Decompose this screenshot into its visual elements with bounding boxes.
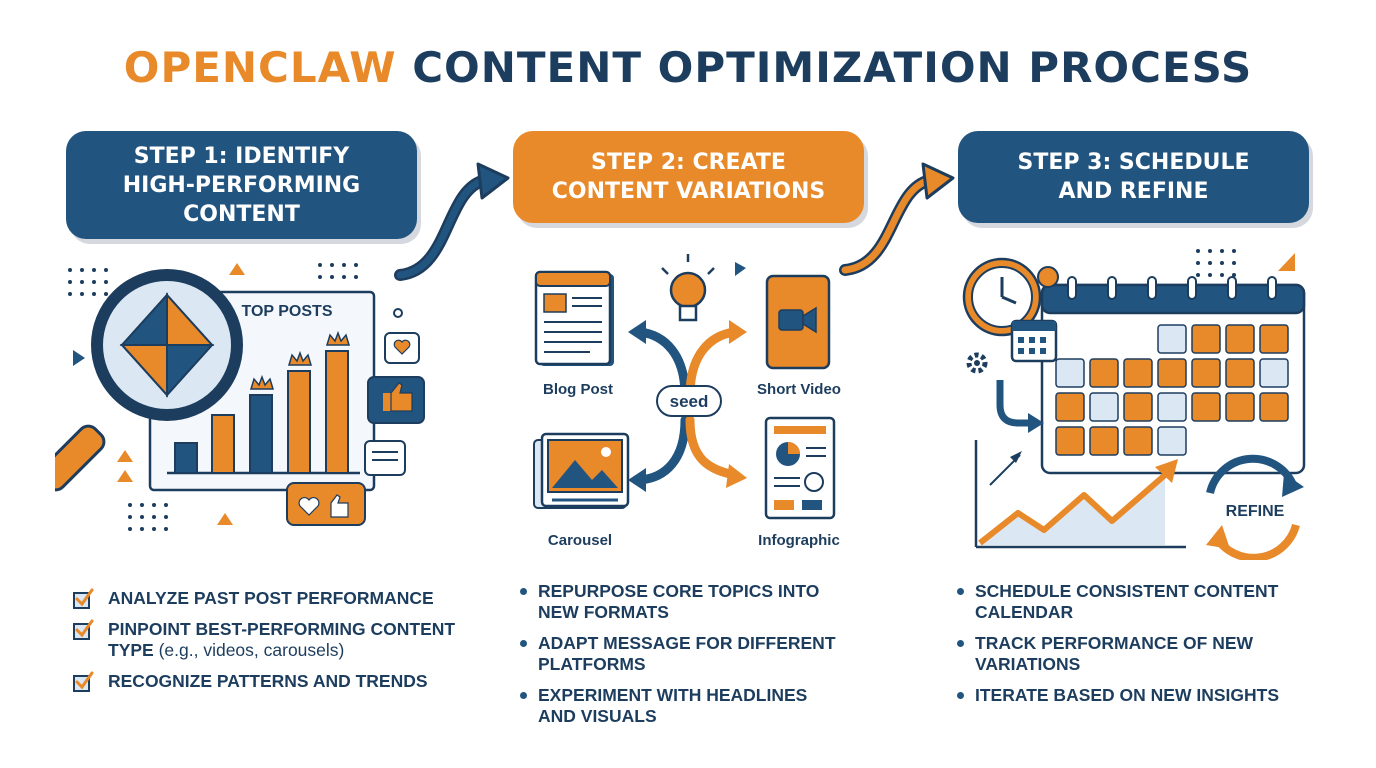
arrow-step1-to-step2 (394, 162, 510, 281)
step-2-heading: STEP 2: CREATE CONTENT VARIATIONS (513, 131, 864, 223)
dot-pattern (1196, 249, 1236, 277)
list-item: ADAPT MESSAGE FOR DIFFERENT PLATFORMS (518, 633, 838, 675)
title-rest: CONTENT OPTIMIZATION PROCESS (412, 43, 1253, 92)
lightbulb-icon (661, 254, 715, 322)
growth-chart-icon (974, 440, 1186, 549)
list-item: ANALYZE PAST POST PERFORMANCE (72, 588, 472, 609)
bullet-icon (957, 588, 964, 595)
format-blog-post: Blog Post (543, 381, 613, 398)
step-2-illustration: seed Blog Post Short Video Carousel (533, 254, 841, 549)
list-item: REPURPOSE CORE TOPICS INTO NEW FORMATS (518, 581, 838, 623)
step-3-illustration: REFINE (962, 249, 1306, 560)
list-item: TRACK PERFORMANCE OF NEW VARIATIONS (955, 633, 1295, 675)
item-suffix: (e.g., videos, carousels) (153, 640, 345, 660)
blog-post-icon (534, 270, 614, 366)
item-text: REPURPOSE CORE TOPICS INTO NEW FORMATS (538, 581, 820, 622)
step-1-list: ANALYZE PAST POST PERFORMANCE PINPOINT B… (72, 588, 472, 702)
list-item: ITERATE BASED ON NEW INSIGHTS (955, 685, 1295, 706)
step-1-illustration: TOP POSTS (55, 263, 425, 531)
magnifier-icon (55, 269, 243, 492)
format-short-video: Short Video (757, 381, 841, 398)
format-carousel: Carousel (548, 532, 612, 549)
item-text: RECOGNIZE PATTERNS AND TRENDS (108, 671, 428, 691)
page-title: OPENCLAW CONTENT OPTIMIZATION PROCESS (0, 40, 1376, 96)
carousel-icon (533, 432, 630, 509)
seed-label: seed (670, 392, 709, 411)
checkbox-icon (73, 671, 94, 692)
checkbox-icon (73, 619, 94, 640)
step-3-heading: STEP 3: SCHEDULE AND REFINE (958, 131, 1309, 223)
list-item: RECOGNIZE PATTERNS AND TRENDS (72, 671, 472, 692)
top-posts-label: TOP POSTS (242, 303, 333, 320)
clock-icon (962, 257, 1059, 363)
item-text: EXPERIMENT WITH HEADLINES AND VISUALS (538, 685, 808, 726)
bullet-icon (520, 588, 527, 595)
step-3-list: SCHEDULE CONSISTENT CONTENT CALENDAR TRA… (955, 581, 1295, 716)
gear-icon (966, 352, 988, 374)
checkbox-icon (73, 588, 94, 609)
video-icon (765, 274, 831, 370)
item-text: SCHEDULE CONSISTENT CONTENT CALENDAR (975, 581, 1279, 622)
refine-cycle-icon (1206, 454, 1304, 560)
item-text: PINPOINT BEST-PERFORMING CONTENT TYPE (108, 619, 456, 660)
bullet-icon (520, 640, 527, 647)
item-text: TRACK PERFORMANCE OF NEW VARIATIONS (975, 633, 1254, 674)
arrow-step2-to-step3 (839, 162, 955, 276)
list-item: EXPERIMENT WITH HEADLINES AND VISUALS (518, 685, 838, 727)
title-brand: OPENCLAW (123, 43, 397, 92)
item-text: ANALYZE PAST POST PERFORMANCE (108, 588, 434, 608)
calendar-icon (1040, 276, 1306, 475)
format-infographic: Infographic (758, 532, 840, 549)
step-1-heading: STEP 1: IDENTIFY HIGH-PERFORMING CONTENT (66, 131, 417, 239)
bullet-icon (957, 692, 964, 699)
list-item: PINPOINT BEST-PERFORMING CONTENT TYPE (e… (72, 619, 473, 661)
refine-label: REFINE (1226, 503, 1285, 520)
bullet-icon (520, 692, 527, 699)
infographic-icon (764, 416, 836, 520)
list-item: SCHEDULE CONSISTENT CONTENT CALENDAR (955, 581, 1295, 623)
item-text: ADAPT MESSAGE FOR DIFFERENT PLATFORMS (538, 633, 836, 674)
step-2-list: REPURPOSE CORE TOPICS INTO NEW FORMATS A… (518, 581, 838, 737)
item-text: ITERATE BASED ON NEW INSIGHTS (975, 685, 1279, 705)
dot-pattern (68, 263, 358, 531)
bullet-icon (957, 640, 964, 647)
